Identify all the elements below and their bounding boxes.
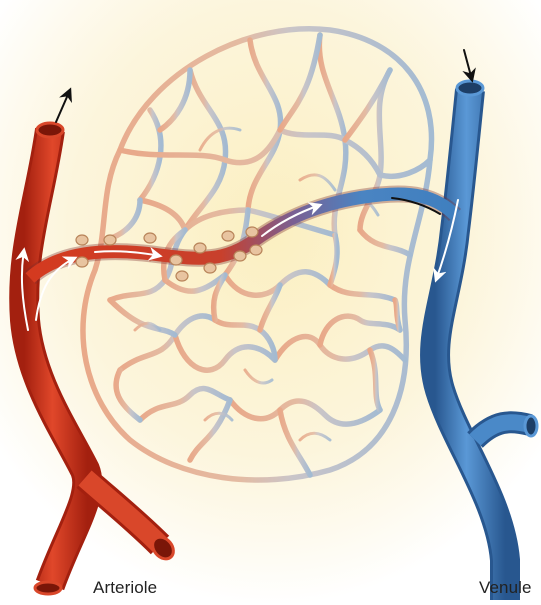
venule-branch-opening (525, 416, 537, 436)
sphincter (194, 243, 206, 253)
arteriole-bottom-opening (35, 582, 61, 594)
sphincter (104, 235, 116, 245)
sphincter (222, 231, 234, 241)
venule-top-opening (457, 81, 483, 95)
sphincter (76, 257, 88, 267)
sphincter (250, 245, 262, 255)
venule-label: Venule (479, 578, 532, 598)
arteriole-top-opening (37, 123, 63, 137)
sphincter (204, 263, 216, 273)
sphincter (170, 255, 182, 265)
sphincter (234, 251, 246, 261)
sphincter (246, 227, 258, 237)
sphincter (76, 235, 88, 245)
sphincter (176, 271, 188, 281)
arteriole-label: Arteriole (93, 578, 157, 598)
sphincter (144, 233, 156, 243)
